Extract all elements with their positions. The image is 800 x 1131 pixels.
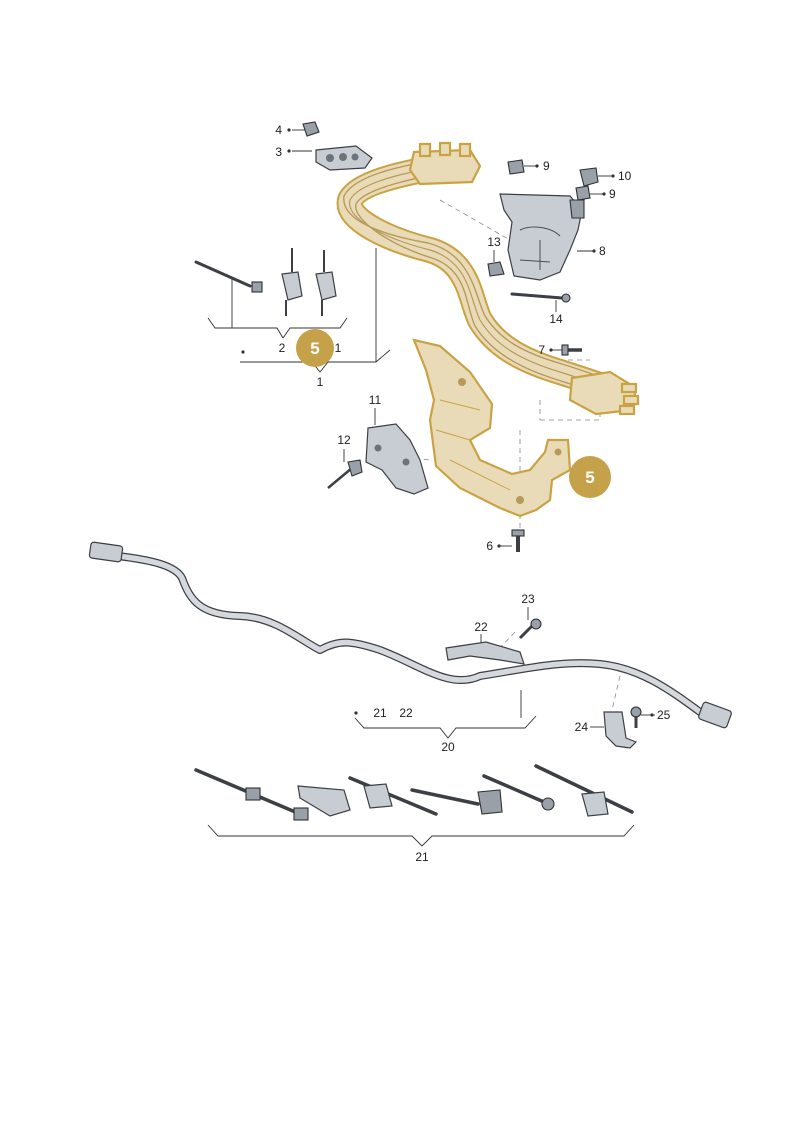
badge-number: 5 (310, 339, 319, 358)
bolt-14 (510, 292, 571, 303)
label-3: 3 (275, 145, 282, 159)
rivet-12 (327, 459, 363, 489)
label-9-top: 9 (543, 159, 550, 173)
sensor-clips-2 (194, 248, 337, 316)
mounting-bracket-3 (302, 121, 373, 171)
label-4: 4 (275, 123, 282, 137)
label-23: 23 (521, 592, 535, 606)
label-25: 25 (657, 708, 671, 722)
part-labels: 4 3 9 10 9 8 13 14 7 2 1 1 11 12 6 23 22… (241, 123, 671, 864)
part-badge-5-left: 5 (296, 329, 334, 367)
label-2: 2 (279, 341, 286, 355)
screw-23 (518, 618, 542, 640)
label-7: 7 (538, 343, 545, 357)
label-14: 14 (549, 312, 563, 326)
clip-13 (487, 261, 505, 277)
label-21-bottom: 21 (415, 850, 429, 864)
cable-ties-21 (194, 764, 634, 821)
cable-21 (88, 541, 732, 729)
bracket-11 (365, 423, 429, 495)
label-8: 8 (599, 244, 606, 258)
holder-bracket-5 (412, 338, 572, 518)
label-20: 20 (441, 740, 455, 754)
screw-6 (511, 529, 525, 552)
label-24: 24 (575, 720, 589, 734)
badge-number: 5 (585, 468, 594, 487)
cable-harness-5 (336, 141, 640, 416)
label-10: 10 (618, 169, 632, 183)
label-6: 6 (486, 539, 493, 553)
label-9-lower: 9 (609, 187, 616, 201)
control-unit-8 (499, 159, 599, 281)
label-11: 11 (369, 393, 382, 407)
label-21-group: 21 (373, 706, 387, 720)
bracket-24 (603, 711, 638, 749)
label-22: 22 (474, 620, 488, 634)
screw-25 (630, 706, 642, 728)
label-1-inner: 1 (335, 341, 342, 355)
part-badge-5-right: 5 (569, 456, 611, 498)
label-22-group: 22 (399, 706, 413, 720)
label-13: 13 (487, 235, 501, 249)
screw-7 (561, 344, 582, 356)
holder-22 (445, 641, 525, 665)
label-12: 12 (337, 433, 351, 447)
label-1: 1 (317, 375, 324, 389)
